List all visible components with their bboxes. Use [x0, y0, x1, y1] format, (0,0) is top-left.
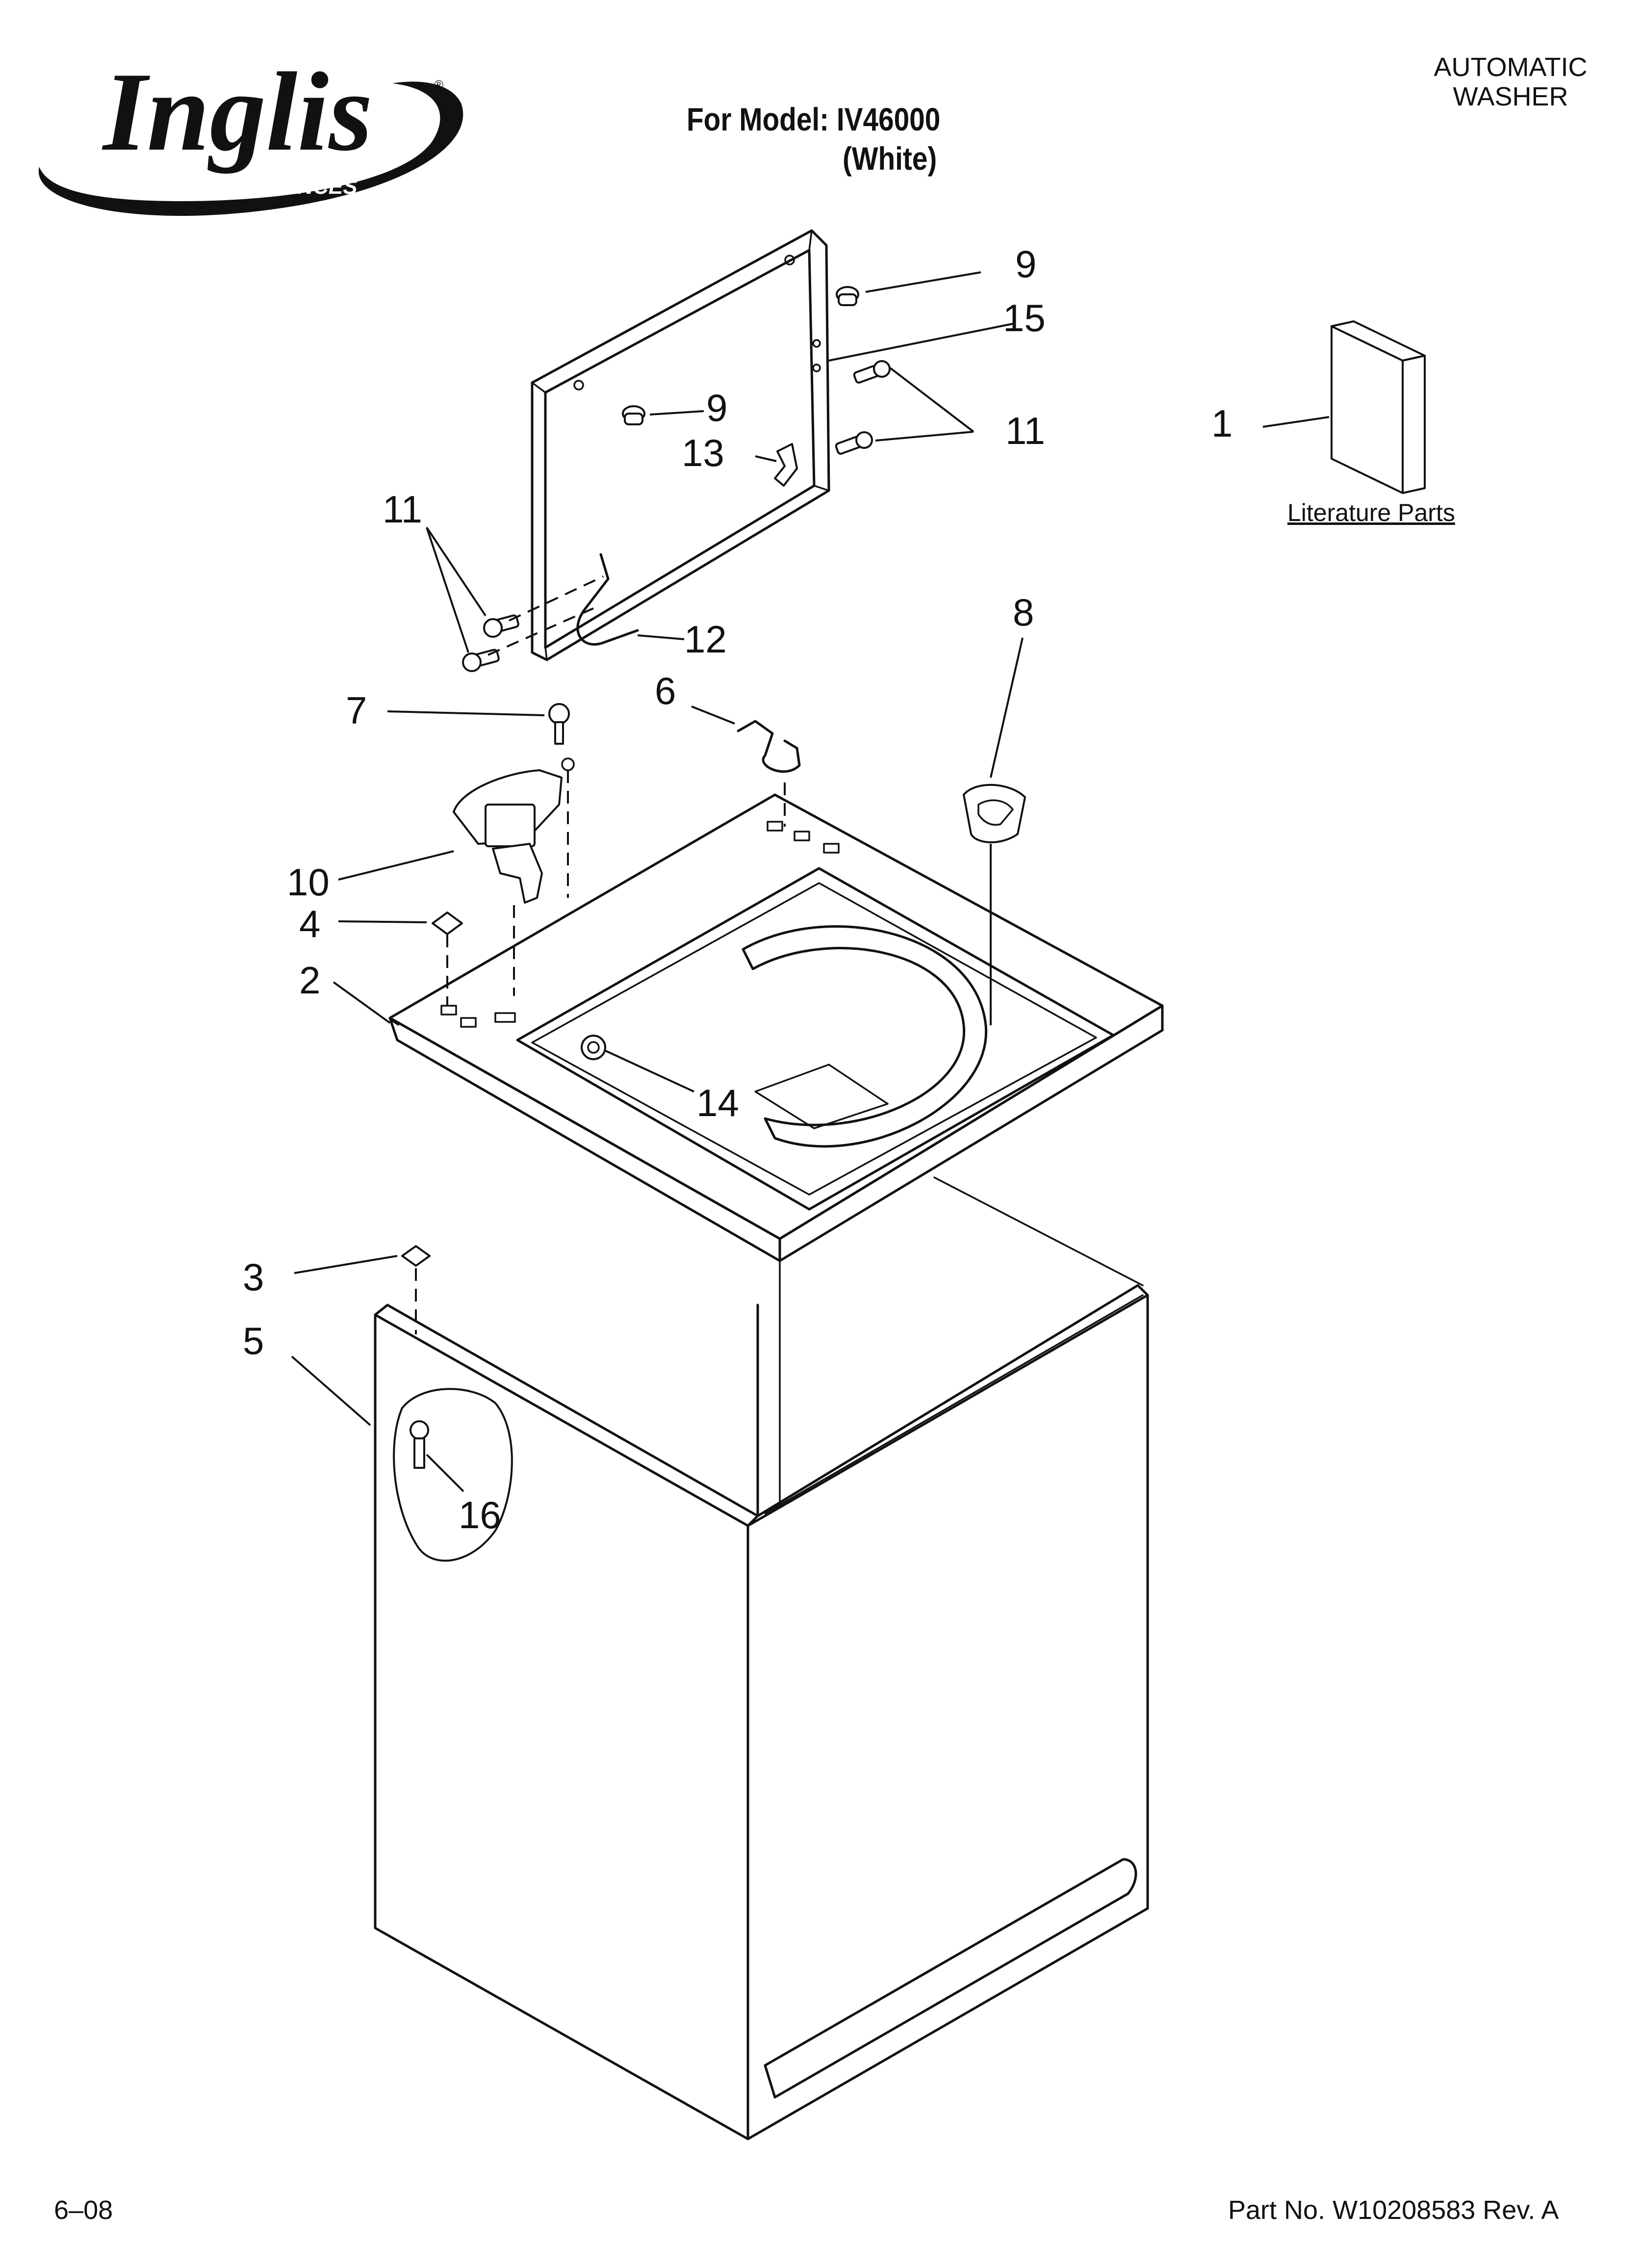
- washer-lid: [531, 229, 830, 661]
- wire-harness-clip: [737, 720, 801, 773]
- literature-parts-label: Literature Parts: [1287, 499, 1455, 526]
- hinge-screw-upper-left: [483, 614, 519, 638]
- callout-number: 6: [655, 669, 676, 712]
- callout-numbers: 9 15 9 11 13 11 1 11 12 8 7 6 10 4 2 14 …: [243, 242, 1232, 1537]
- lid-bumper-right: [836, 286, 859, 306]
- washer-cabinet: [374, 1176, 1149, 2140]
- top-mounting-clip: [432, 912, 463, 935]
- callout-number: 7: [346, 689, 367, 732]
- callout-number: 4: [299, 902, 320, 945]
- callout-number: 12: [684, 618, 727, 661]
- callout-number: 11: [383, 488, 422, 531]
- callout-number: 2: [299, 959, 320, 1002]
- model-title: For Model: IV46000: [687, 101, 941, 137]
- callout-number: 14: [696, 1081, 739, 1124]
- lid-switch-screw: [548, 703, 575, 771]
- cabinet-cutaway-screw: [393, 1388, 513, 1562]
- footer-part-number: Part No. W10208583 Rev. A: [1228, 2195, 1559, 2225]
- hinge-screw-lower-right: [835, 431, 873, 455]
- model-variant: (White): [843, 140, 937, 177]
- callout-number: 8: [1013, 591, 1034, 634]
- leader-lines: [291, 271, 1330, 1492]
- callout-number: 11: [1005, 409, 1045, 452]
- product-type-line2: WASHER: [1453, 82, 1568, 111]
- logo-wordmark: Inglis: [102, 49, 373, 174]
- literature-booklet: [1331, 320, 1426, 494]
- lid-bumper-left: [622, 405, 645, 425]
- inglis-logo: Inglis ® HOME APPLIANCES: [38, 49, 463, 216]
- logo-tagline-appliances: APPLIANCES: [218, 175, 358, 199]
- callout-number: 16: [459, 1493, 501, 1537]
- lid-hinge-rod: [576, 553, 639, 646]
- callout-number: 15: [1003, 296, 1046, 339]
- hinge-screw-upper-right: [853, 360, 891, 384]
- callout-number: 3: [243, 1255, 264, 1299]
- callout-number: 13: [682, 431, 724, 474]
- cabinet-clip: [401, 1245, 431, 1267]
- callout-number: 10: [287, 860, 330, 904]
- callout-number: 5: [243, 1319, 264, 1362]
- lid-switch-actuator: [774, 443, 798, 487]
- logo-registered-mark: ®: [434, 78, 443, 92]
- callout-number: 9: [1015, 242, 1036, 286]
- lid-switch: [453, 769, 563, 904]
- product-type-line1: AUTOMATIC: [1434, 52, 1588, 82]
- logo-swoosh-icon: [38, 81, 463, 216]
- dispenser-fitting: [581, 1035, 606, 1060]
- logo-tagline-home: HOME: [118, 175, 183, 199]
- footer-date-code: 6–08: [54, 2195, 113, 2225]
- callout-number: 1: [1211, 402, 1232, 445]
- callout-number: 9: [706, 386, 727, 429]
- dispenser-cap: [963, 783, 1026, 843]
